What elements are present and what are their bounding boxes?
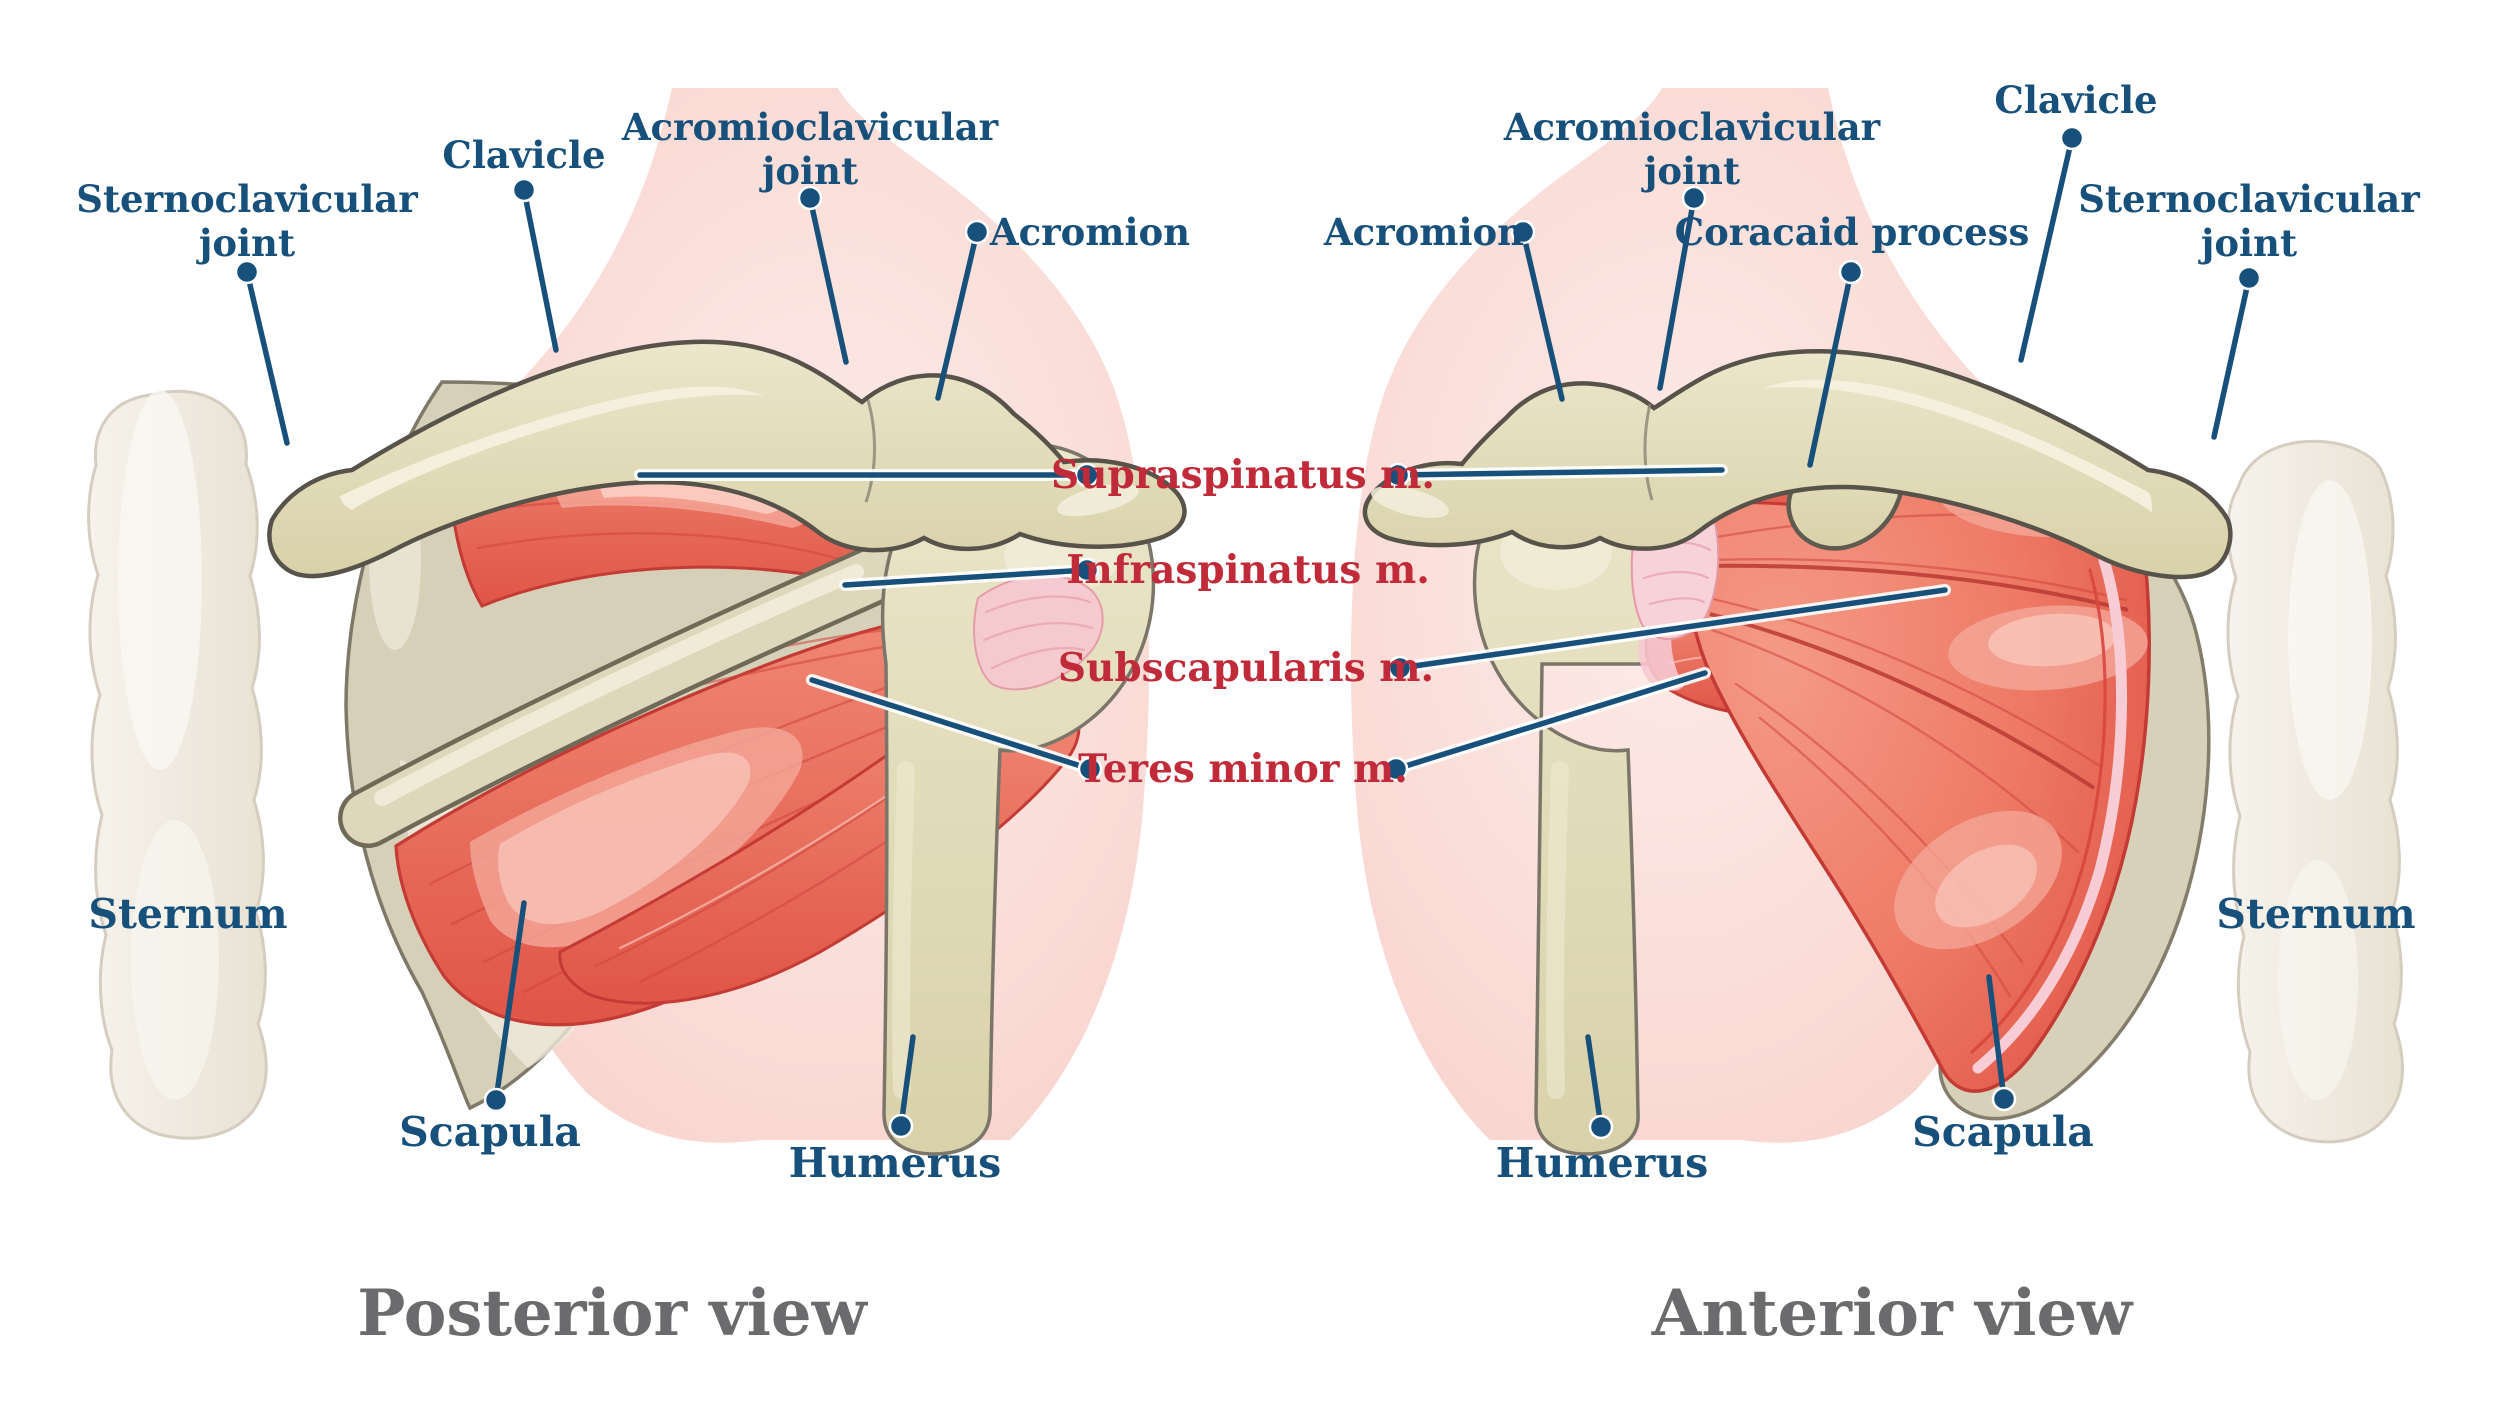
dot-supraspinatus-right xyxy=(1385,462,1411,488)
label-clavicle-posterior: Clavicle xyxy=(442,133,605,177)
label-scapula-posterior: Scapula xyxy=(399,1108,581,1156)
leader-sternoclavicular-anterior xyxy=(2211,275,2252,440)
leader-scapula-posterior xyxy=(493,900,527,1103)
leader-scapula-anterior xyxy=(1986,974,2007,1102)
anterior-view-art xyxy=(1350,88,2404,1156)
label-acromion-posterior: Acromion xyxy=(989,210,1190,254)
leader-humerus-anterior xyxy=(1585,1034,1604,1130)
dot-scapula-posterior xyxy=(483,1087,509,1113)
label-acromioclavicular-joint-posterior-line1: Acromioclavicular xyxy=(621,105,999,149)
dot-sternoclavicular-anterior xyxy=(2236,265,2262,291)
leader-teres-minor-left xyxy=(809,677,1093,772)
dot-clavicle-posterior xyxy=(511,177,537,203)
dot-clavicle-anterior xyxy=(2059,125,2085,151)
dot-humerus-posterior xyxy=(888,1113,914,1139)
dot-teres-minor-right xyxy=(1383,756,1409,782)
label-clavicle-anterior: Clavicle xyxy=(1994,78,2157,122)
leader-clavicle-posterior xyxy=(521,187,559,353)
dot-subscapularis xyxy=(1387,655,1413,681)
dot-humerus-anterior xyxy=(1588,1114,1614,1140)
leader-acromion-posterior xyxy=(935,229,980,401)
leader-sternoclavicular-posterior xyxy=(244,269,290,446)
dot-acromion-posterior xyxy=(964,219,990,245)
scapula-pink-rim xyxy=(1970,554,2127,1074)
leader-infraspinatus xyxy=(842,567,1090,588)
label-sternoclavicular-joint-anterior-line2: joint xyxy=(2198,221,2297,265)
label-scapula-anterior: Scapula xyxy=(1912,1108,2094,1156)
clavicle-bone-posterior xyxy=(267,339,1187,579)
dot-acromion-anterior xyxy=(1510,219,1536,245)
dot-acromioclavicular-anterior xyxy=(1681,185,1707,211)
label-sternum-posterior: Sternum xyxy=(88,890,287,938)
leader-acromioclavicular-anterior xyxy=(1657,195,1697,391)
label-teres-minor: Teres minor m. xyxy=(1078,746,1408,792)
label-sternoclavicular-joint-posterior-line2: joint xyxy=(196,221,295,265)
label-acromioclavicular-joint-anterior-line2: joint xyxy=(1641,149,1740,193)
posterior-view-title: Posterior view xyxy=(357,1276,868,1351)
label-sternoclavicular-joint-anterior-line1: Sternoclavicular xyxy=(2078,177,2420,221)
leader-supraspinatus-right xyxy=(1395,467,1725,478)
posterior-view-art xyxy=(87,88,1187,1156)
label-acromioclavicular-joint-anterior-line1: Acromioclavicular xyxy=(1503,105,1881,149)
label-sternoclavicular-joint-posterior-line1: Sternoclavicular xyxy=(76,177,418,221)
leader-subscapularis xyxy=(1397,587,1948,671)
dot-supraspinatus-left xyxy=(1074,462,1100,488)
label-humerus-posterior: Humerus xyxy=(789,1139,1002,1187)
sternum-bone-posterior xyxy=(87,389,268,1140)
dot-sternoclavicular-posterior xyxy=(234,259,260,285)
dot-infraspinatus xyxy=(1074,557,1100,583)
label-infraspinatus: Infraspinatus m. xyxy=(1066,547,1430,593)
leader-lines xyxy=(234,125,2262,1140)
leader-clavicle-anterior xyxy=(2018,135,2075,363)
clavicle-bone-anterior xyxy=(1362,348,2233,580)
leader-acromioclavicular-posterior xyxy=(807,195,849,365)
dot-acromioclavicular-posterior xyxy=(797,185,823,211)
dot-teres-minor-left xyxy=(1077,756,1103,782)
label-acromion-anterior: Acromion xyxy=(1323,210,1524,254)
label-humerus-anterior: Humerus xyxy=(1496,1139,1709,1187)
label-acromioclavicular-joint-posterior-line2: joint xyxy=(759,149,858,193)
anterior-view-title: Anterior view xyxy=(1651,1276,2134,1351)
leader-teres-minor-right xyxy=(1393,670,1708,772)
label-coracaid-process: Coracaid process xyxy=(1675,210,2030,254)
leader-humerus-posterior xyxy=(898,1034,916,1129)
leader-acromion-anterior xyxy=(1520,229,1565,402)
label-supraspinatus: Supraspinatus m. xyxy=(1051,452,1435,498)
labels: Sternoclavicular joint Clavicle Acromioc… xyxy=(76,78,2420,1351)
label-sternum-anterior: Sternum xyxy=(2216,890,2415,938)
label-subscapularis: Subscapularis m. xyxy=(1058,645,1434,691)
leader-coracaid-process xyxy=(1807,269,1854,468)
dot-scapula-anterior xyxy=(1991,1086,2017,1112)
dot-coracaid-process xyxy=(1838,259,1864,285)
sternum-bone-anterior xyxy=(2226,439,2404,1144)
